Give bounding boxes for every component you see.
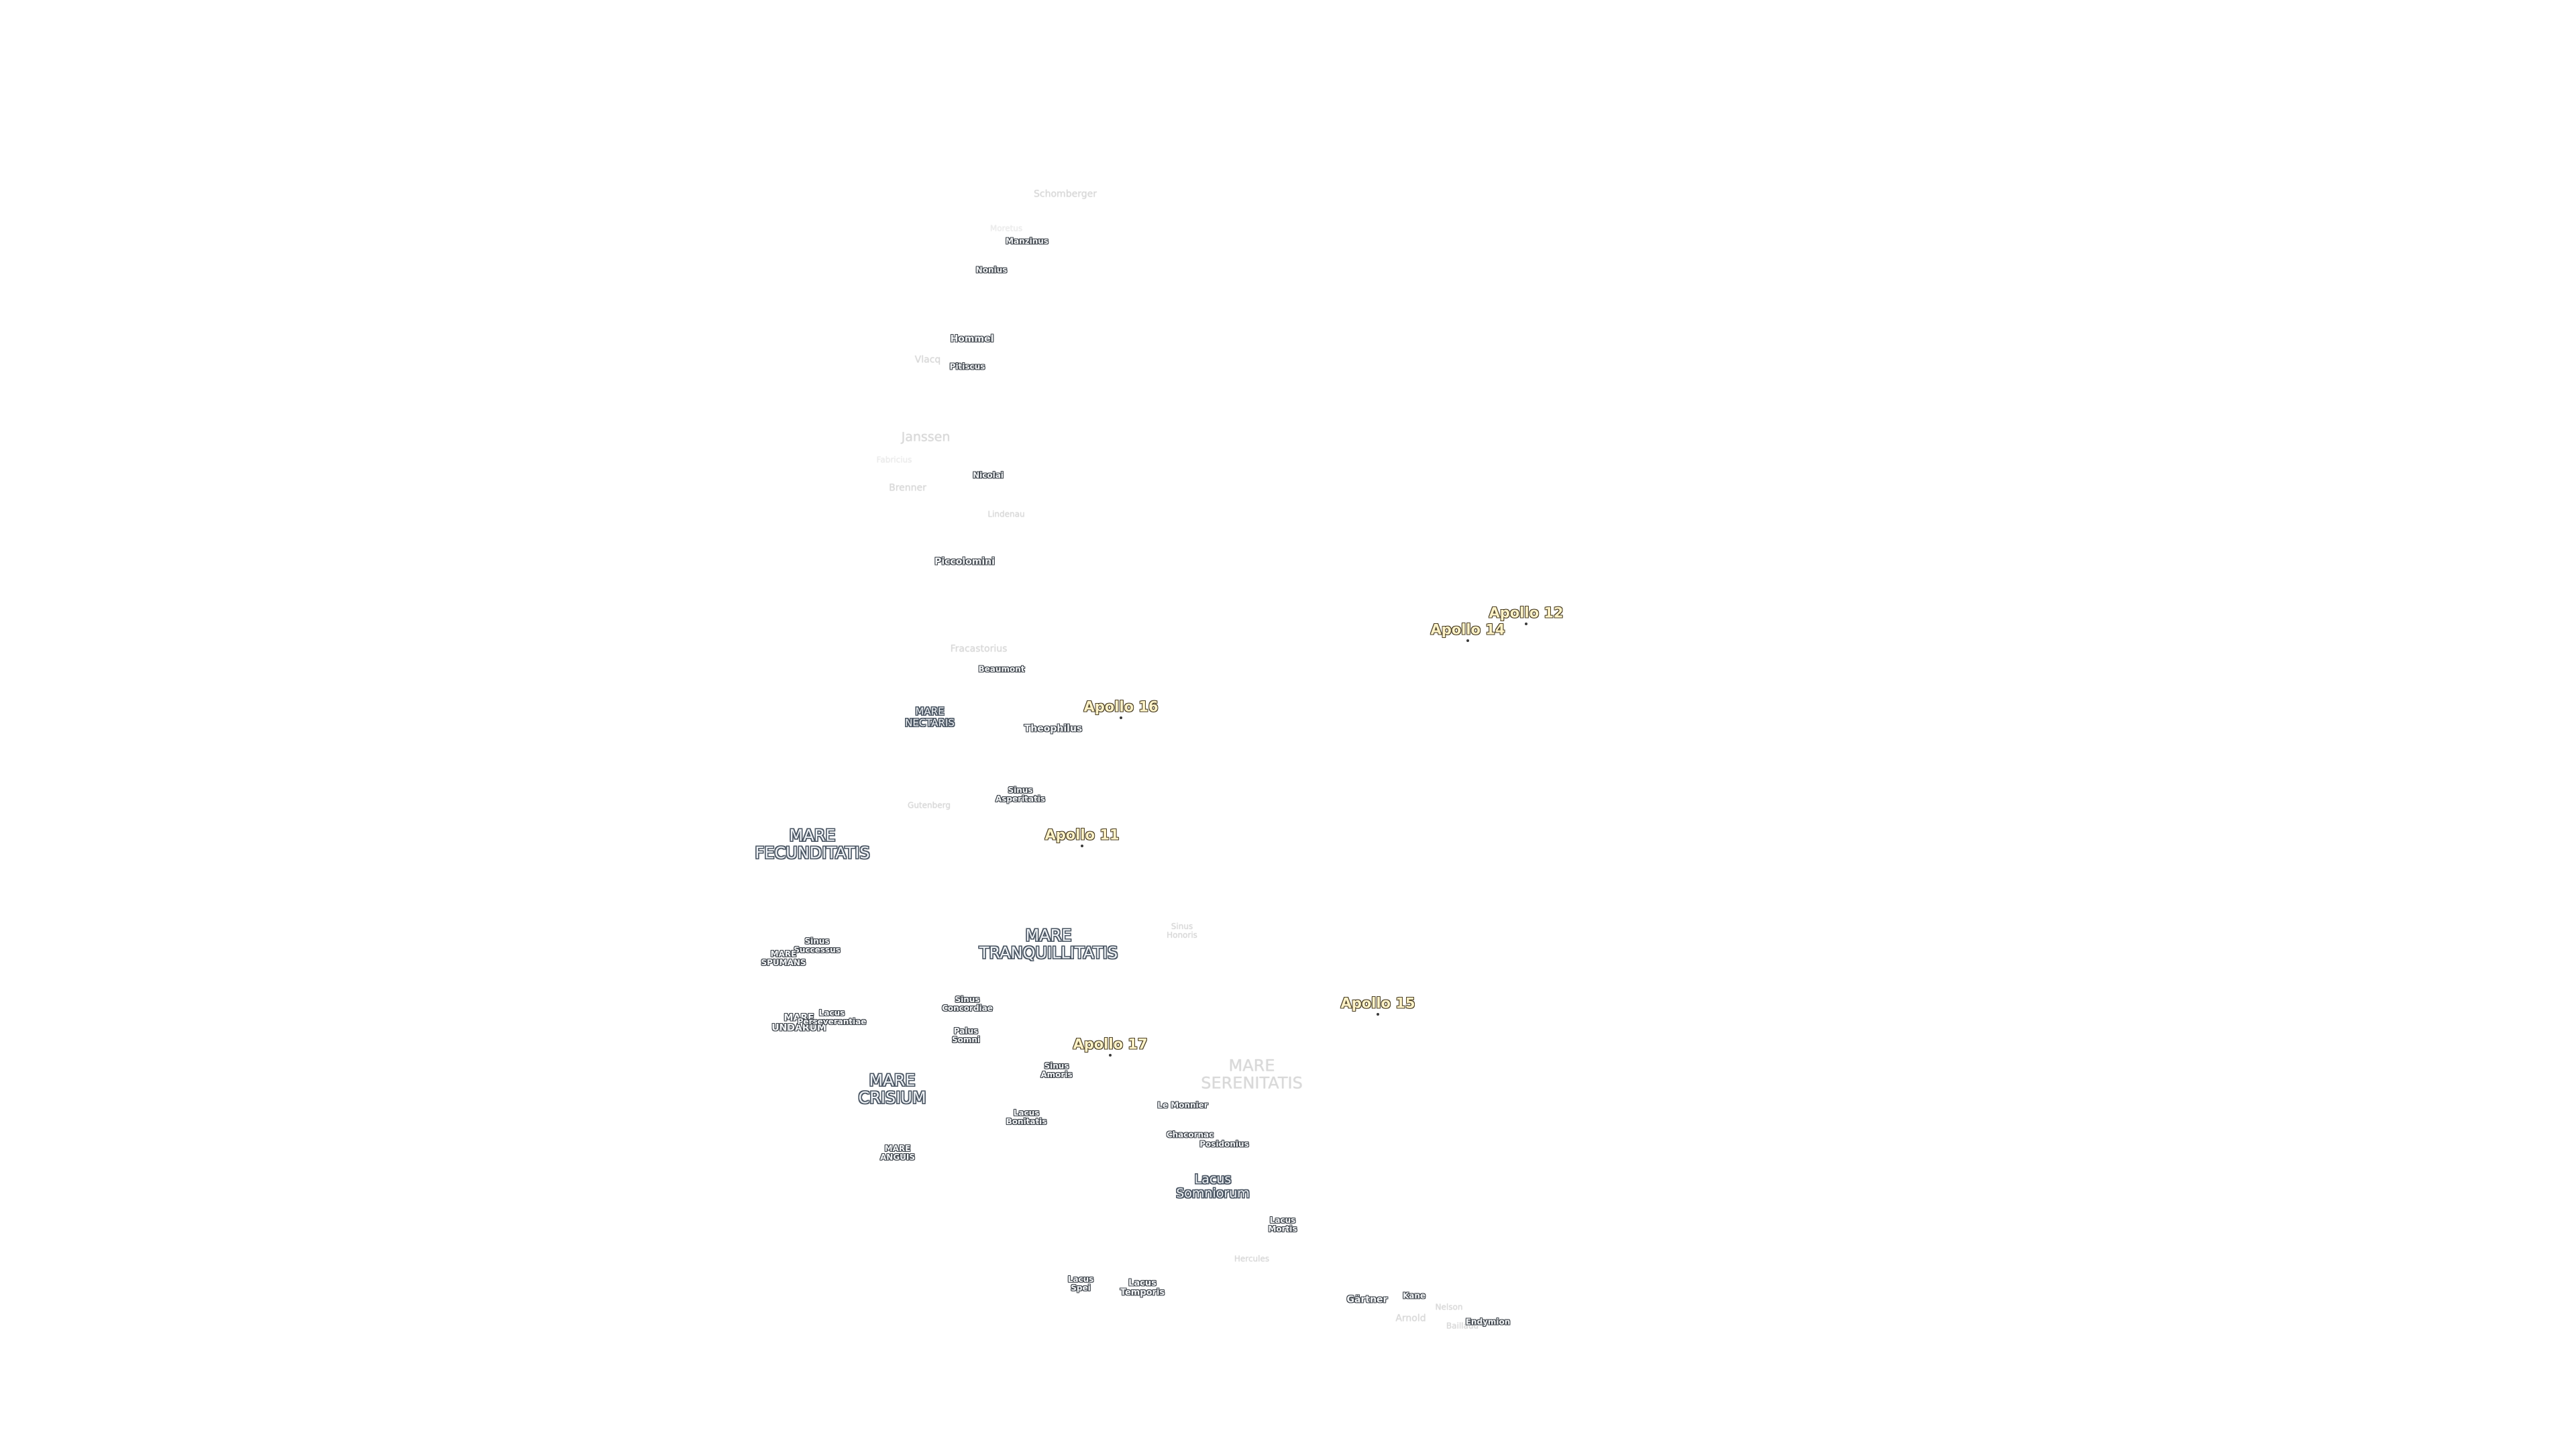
- label-apollo-14[interactable]: Apollo 14: [1430, 621, 1505, 638]
- label-endymion: Endymion: [1465, 1317, 1511, 1327]
- label-vlacq: Vlacq: [914, 354, 941, 366]
- label-piccolomini: Piccolomini: [934, 556, 995, 568]
- label-lacus-perseverantiae: Lacus Perseverantiae: [797, 1008, 867, 1026]
- label-kane: Kane: [1402, 1291, 1426, 1301]
- label-hercules: Hercules: [1234, 1254, 1270, 1264]
- label-lacus-somniorum: Lacus Somniorum: [1176, 1172, 1250, 1201]
- label-sinus-amoris: Sinus Amoris: [1040, 1061, 1073, 1079]
- label-manzinus: Manzinus: [1006, 236, 1049, 246]
- label-mare-fecunditatis: MARE FECUNDITATIS: [755, 826, 870, 863]
- label-sinus-successus: Sinus Successus: [794, 936, 841, 955]
- label-apollo-12[interactable]: Apollo 12: [1489, 604, 1564, 621]
- label-theophilus: Theophilus: [1024, 723, 1083, 735]
- label-apollo-16[interactable]: Apollo 16: [1083, 698, 1159, 715]
- apollo-11-marker-icon[interactable]: [1081, 845, 1083, 847]
- label-le-monnier: Le Monnier: [1157, 1100, 1208, 1110]
- label-palus-somni: Palus Somni: [951, 1026, 981, 1044]
- label-lacus-bonitatis: Lacus Bonitatis: [1006, 1108, 1047, 1126]
- label-apollo-17[interactable]: Apollo 17: [1073, 1036, 1148, 1053]
- label-gutenberg: Gutenberg: [908, 800, 951, 810]
- label-mare-crisium: MARE CRISIUM: [858, 1071, 926, 1108]
- label-mare-spumans: MARE SPUMANS: [761, 949, 806, 967]
- label-janssen: Janssen: [901, 429, 951, 445]
- apollo-12-marker-icon[interactable]: [1525, 623, 1527, 625]
- label-sinus-asperitatis: Sinus Asperitatis: [995, 785, 1046, 804]
- label-mare-tranquillitatis: MARE TRANQUILLITATIS: [979, 926, 1118, 963]
- label-hommel: Hommel: [950, 333, 994, 345]
- apollo-16-marker-icon[interactable]: [1120, 716, 1122, 719]
- label-apollo-11[interactable]: Apollo 11: [1044, 826, 1120, 843]
- label-pitiscus: Pitiscus: [949, 362, 985, 372]
- label-schomberger: Schomberger: [1034, 189, 1097, 200]
- label-nelson: Nelson: [1435, 1302, 1463, 1312]
- label-nonius: Nonius: [975, 265, 1008, 275]
- label-sinus-concordiae: Sinus Concordiae: [942, 994, 993, 1013]
- label-mare-nectaris: MARE NECTARIS: [905, 705, 955, 729]
- label-mare-undarum: MARE UNDARUM: [771, 1012, 826, 1034]
- label-lacus-spei: Lacus Spei: [1067, 1274, 1094, 1293]
- label-posidonius: Posidonius: [1199, 1139, 1249, 1149]
- apollo-15-marker-icon[interactable]: [1377, 1013, 1379, 1016]
- label-mare-serenitatis: MARE SERENITATIS: [1201, 1056, 1303, 1093]
- label-lacus-mortis: Lacus Mortis: [1268, 1215, 1297, 1234]
- label-lacus-temporis: Lacus Temporis: [1120, 1278, 1165, 1298]
- label-fabricius: Fabricius: [876, 455, 912, 465]
- label-moretus: Moretus: [989, 223, 1023, 233]
- apollo-14-marker-icon[interactable]: [1466, 639, 1469, 642]
- label-arnold: Arnold: [1395, 1313, 1426, 1324]
- label-mare-anguis: MARE ANGUIS: [879, 1143, 916, 1162]
- label-sinus-honoris: Sinus Honoris: [1167, 921, 1197, 940]
- label-chacornac: Chacornac: [1166, 1130, 1214, 1140]
- label-gartner: Gärtner: [1346, 1294, 1388, 1305]
- label-brenner: Brenner: [889, 482, 926, 494]
- label-nicolai: Nicolai: [973, 470, 1004, 480]
- label-fracastorius: Fracastorius: [950, 643, 1008, 655]
- label-baillaud: Baillaud: [1446, 1321, 1479, 1331]
- apollo-17-marker-icon[interactable]: [1109, 1054, 1112, 1057]
- label-lindenau: Lindenau: [987, 509, 1025, 519]
- label-beaumont: Beaumont: [978, 664, 1025, 674]
- label-apollo-15[interactable]: Apollo 15: [1340, 995, 1415, 1012]
